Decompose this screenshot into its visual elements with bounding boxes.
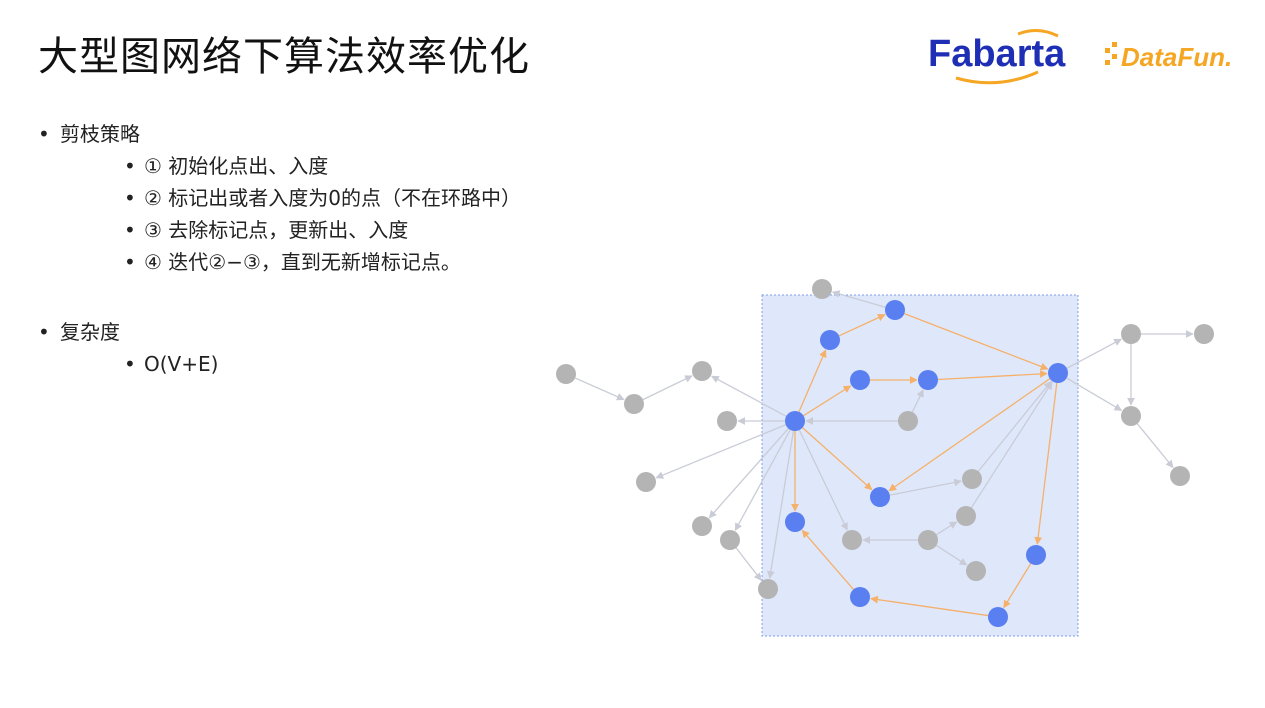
pruned-node-g3 [624,394,644,414]
bullet-step-4: ④ 迭代②−③，直到无新增标记点。 [38,246,598,278]
datafun-logo: DataFun. [1105,42,1232,72]
edge-removed-b6-g4 [711,375,787,417]
pruned-node-g8 [692,516,712,536]
edge-removed-b6-g9 [734,429,791,532]
edge-removed-g14-b5 [970,381,1053,508]
cycle-node-b9 [850,587,870,607]
bullet-complexity-heading: 复杂度 [38,316,598,348]
cycle-node-b8 [785,512,805,532]
fabarta-logo-text: Fabarta [928,33,1066,75]
pruned-node-g19 [1170,466,1190,486]
edge-removed-g6-b4 [911,389,924,413]
graph-diagram [556,279,1214,637]
edge-removed-b6-g10 [767,430,795,579]
edge-removed-b5-g18 [1066,377,1123,411]
datafun-dots-icon [1105,42,1117,65]
edge-cycle-b5-b11 [1034,382,1058,545]
cycle-node-b1 [885,300,905,320]
edge-cycle-b4-b5 [937,370,1048,381]
datafun-logo-text: DataFun. [1121,42,1232,72]
pruned-node-g7 [636,472,656,492]
pruned-node-g10 [758,579,778,599]
fabarta-logo: Fabarta [928,29,1066,85]
edge-cycle-b5-b7 [888,378,1051,492]
edge-cycle-b2-b1 [838,314,886,337]
pruned-node-g12 [918,530,938,550]
pruned-node-g4 [692,361,712,381]
graph-nodes [556,279,1214,627]
edge-removed-b5-g16 [1066,338,1122,369]
edge-cycle-b1-b5 [904,312,1049,371]
pruned-node-g14 [956,506,976,526]
bullet-spacer [38,278,598,316]
pruned-node-g17 [1194,324,1214,344]
edge-removed-g13-b5 [977,380,1052,472]
cycle-node-b10 [988,607,1008,627]
edge-removed-b7-g13 [889,478,962,496]
cycle-node-b11 [1026,545,1046,565]
fabarta-arc-icon [1017,29,1059,38]
edge-cycle-b6-b2 [798,349,827,413]
bullet-step-2: ② 标记出或者入度为0的点（不在环路中） [38,182,598,214]
edge-removed-g2-g3 [574,377,625,401]
pruned-node-g1 [812,279,832,299]
edge-cycle-b9-b8 [801,529,854,590]
pruned-node-g16 [1121,324,1141,344]
pruned-node-g18 [1121,406,1141,426]
pruned-node-g15 [966,561,986,581]
edge-removed-g12-g15 [936,544,968,566]
page-title: 大型图网络下算法效率优化 [38,34,530,80]
edge-removed-b6-g8 [708,428,789,519]
graph-edges [574,290,1194,617]
cycle-node-b5 [1048,363,1068,383]
bullet-pruning-heading: 剪枝策略 [38,118,598,150]
cycle-node-b7 [870,487,890,507]
pruned-node-g6 [898,411,918,431]
edge-removed-b6-g7 [655,424,786,479]
pruned-node-g5 [717,411,737,431]
edge-removed-g3-g4 [642,375,693,401]
pruned-node-g11 [842,530,862,550]
edge-cycle-b6-b3 [803,385,852,417]
bullet-step-3: ③ 去除标记点，更新出、入度 [38,214,598,246]
edge-removed-g18-g19 [1136,423,1174,469]
edge-removed-b1-g1 [831,290,886,308]
bullet-complexity-value: O(V+E) [38,348,598,380]
pruned-node-g2 [556,364,576,384]
edge-removed-g9-g10 [735,547,762,581]
bullet-step-1: ① 初始化点出、入度 [38,150,598,182]
cycle-node-b4 [918,370,938,390]
cycle-node-b6 [785,411,805,431]
fabarta-swoosh-icon [955,70,1039,85]
edge-cycle-b10-b9 [870,595,989,617]
cycle-region [761,294,1079,637]
edge-cycle-b6-b7 [802,427,873,491]
cycle-node-b3 [850,370,870,390]
pruned-node-g13 [962,469,982,489]
edge-removed-g12-g14 [936,521,958,536]
bullet-list: 剪枝策略 ① 初始化点出、入度 ② 标记出或者入度为0的点（不在环路中） ③ 去… [38,118,598,380]
pruned-node-g9 [720,530,740,550]
edge-removed-b6-g11 [798,429,848,531]
edge-cycle-b11-b10 [1003,563,1032,609]
cycle-node-b2 [820,330,840,350]
